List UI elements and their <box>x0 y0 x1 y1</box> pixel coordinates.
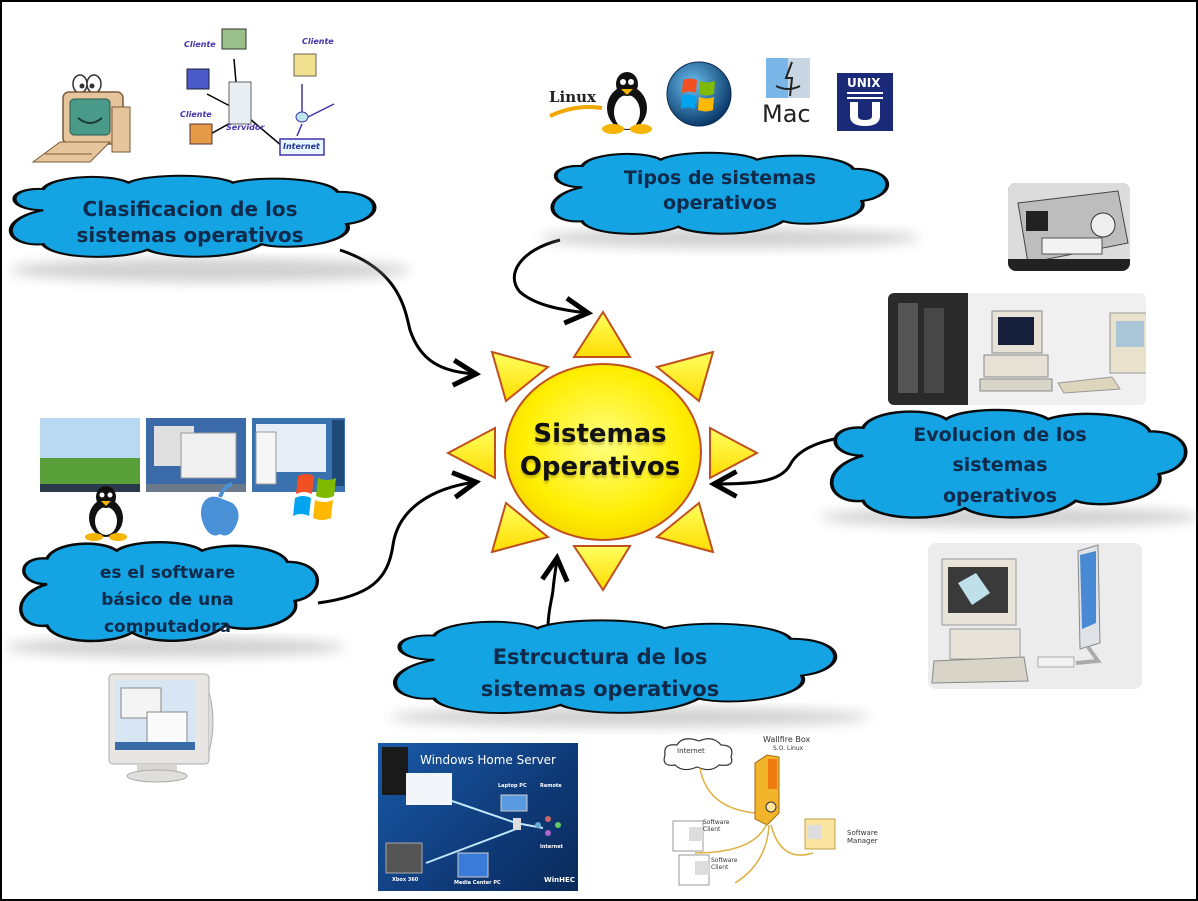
home-server-media-label: Media Center PC <box>454 880 501 886</box>
node-definicion-label: es el software básico de una computadora <box>40 560 295 642</box>
node-tipos-line1: Tipos de sistemas <box>623 167 817 189</box>
wallfire-client-label-1: Software Client <box>703 819 730 833</box>
node-clasificacion-line1: Clasificacion de los <box>82 197 298 221</box>
linux-logo-text: Linux <box>549 88 596 106</box>
node-estructura-line1: Estrcuctura de los <box>492 645 708 669</box>
cloud-evolucion[interactable] <box>829 408 1188 519</box>
node-tipos-label: Tipos de sistemas operativos <box>570 166 870 215</box>
windows-home-server-image: Windows Home Server Laptop PC Remote Int… <box>378 743 578 891</box>
home-server-internet-label: Internet <box>540 844 564 850</box>
unix-logo: UNIX <box>837 73 893 131</box>
node-evolucion-label: Evolucion de los sistemas operativos <box>860 420 1140 511</box>
mac-logo-text: Mac <box>762 100 811 128</box>
crt-monitor-image <box>107 672 217 784</box>
home-server-title: Windows Home Server <box>420 753 556 767</box>
wallfire-os-label: S.O. Linux <box>773 745 804 752</box>
cartoon-computer-image <box>30 62 140 172</box>
node-clasificacion-line2: sistemas operativos <box>76 223 304 247</box>
wallfire-manager-line2: Manager <box>847 837 878 845</box>
computer-evolution-photo <box>888 293 1146 405</box>
cloud-definicion[interactable] <box>19 540 319 643</box>
node-evolucion-line1: Evolucion de los <box>913 424 1087 446</box>
home-server-laptop-label: Laptop PC <box>498 783 527 789</box>
connector-definicion <box>317 482 476 605</box>
connector-tipos <box>512 238 588 313</box>
wallfire-network-diagram: Internet Wallfire Box S.O. Linux Softwar… <box>655 733 895 898</box>
node-clasificacion-label: Clasificacion de los sistemas operativos <box>30 196 350 248</box>
home-server-remote-label: Remote <box>540 783 562 789</box>
wallfire-manager-line1: Software <box>847 829 878 837</box>
cloud-estructura[interactable] <box>393 619 838 714</box>
cloud-clasificacion[interactable] <box>8 174 377 258</box>
node-tipos-line2: operativos <box>662 191 778 214</box>
node-definicion-line3: computadora <box>103 617 232 638</box>
mac-desktop-screenshot <box>146 418 246 492</box>
wallfire-internet-label: Internet <box>677 747 705 755</box>
label-cliente-2: Cliente <box>302 37 334 46</box>
node-evolucion-line2: sistemas <box>952 454 1048 477</box>
label-servidor: Servidor <box>226 123 265 132</box>
windows-flag-icon <box>290 472 342 520</box>
home-server-xbox-label: Xbox 360 <box>392 877 419 883</box>
connector-estructura <box>548 558 557 629</box>
wallfire-box-label: Wallfire Box <box>763 735 811 744</box>
central-topic-line2: Operativos <box>519 451 681 482</box>
tux-penguin-icon-small <box>81 484 131 544</box>
modern-computers-photo <box>928 543 1142 689</box>
client-server-network-image: Cliente Cliente Cliente Servidor Interne… <box>172 24 344 164</box>
linux-logo: Linux <box>546 82 604 122</box>
mac-logo: Mac <box>760 56 816 130</box>
node-estructura-label: Estrcuctura de los sistemas operativos <box>430 642 770 705</box>
node-definicion-line1: es el software <box>99 563 236 583</box>
linux-desktop-screenshot <box>40 418 140 492</box>
node-definicion-line2: básico de una <box>101 590 234 611</box>
node-estructura-line2: sistemas operativos <box>480 676 720 701</box>
tux-penguin-icon <box>598 70 656 134</box>
windows-logo-icon <box>665 60 733 128</box>
central-topic-line1: Sistemas <box>533 419 667 449</box>
label-cliente-1: Cliente <box>184 40 216 49</box>
wallfire-manager-label: Software Manager <box>847 829 878 845</box>
unix-logo-text: UNIX <box>847 76 881 90</box>
winhec-badge: WinHEC <box>544 876 575 884</box>
apple-logo-icon <box>196 482 244 542</box>
label-internet: Internet <box>283 142 320 151</box>
sun-shape <box>445 310 760 592</box>
early-computer-photo <box>1008 183 1130 271</box>
cloud-tipos[interactable] <box>550 151 890 235</box>
central-topic[interactable]: Sistemas Operativos <box>505 418 695 483</box>
label-cliente-3: Cliente <box>180 110 212 119</box>
wallfire-client-label-2: Software Client <box>711 857 738 871</box>
node-evolucion-line3: operativos <box>942 484 1058 507</box>
